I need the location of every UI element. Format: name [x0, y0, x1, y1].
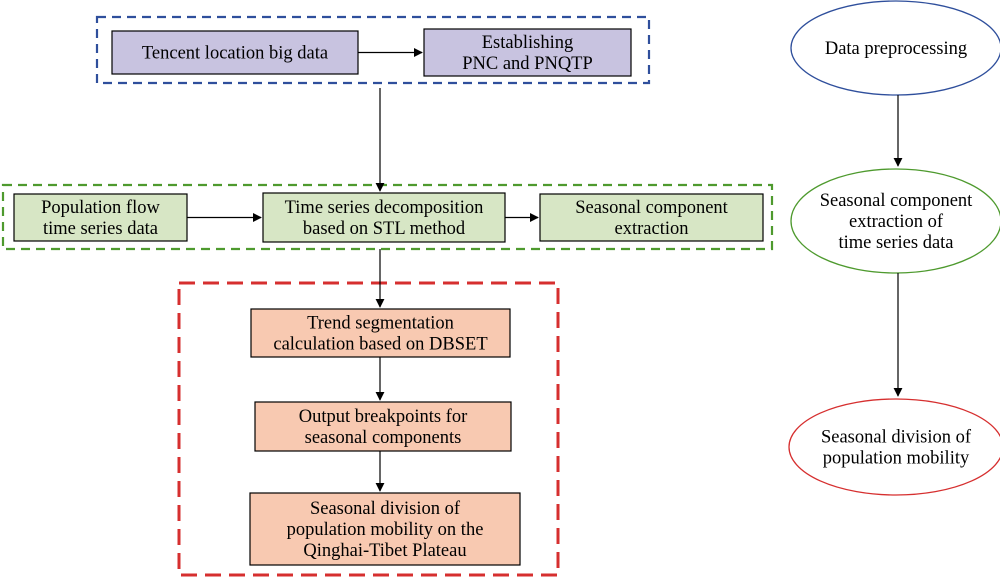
data-preprocessing-stage-label: Data preprocessing	[825, 39, 967, 59]
stl-decomposition-line-2: based on STL method	[303, 219, 466, 239]
seasonal-extraction-stage-line-3: time series data	[838, 233, 953, 253]
seasonal-division-stage-line-1: Seasonal division of	[821, 428, 972, 448]
seasonal-division-qtp-line-2: population mobility on the	[287, 520, 484, 540]
population-flow-line-2: time series data	[43, 219, 158, 239]
seasonal-division-qtp-line-1: Seasonal division of	[310, 499, 461, 519]
seasonal-extraction-stage-line-2: extraction of	[849, 212, 944, 232]
seasonal-division-stage	[788, 398, 1000, 496]
output-breakpoints-line-1: Output breakpoints for	[299, 407, 468, 427]
population-flow-box	[13, 193, 188, 242]
data-preprocessing-stage-line-1: Data preprocessing	[825, 39, 967, 59]
stl-decomposition-line-1: Time series decomposition	[285, 198, 484, 218]
tencent-data-label: Tencent location big data	[142, 44, 328, 64]
seasonal-division-qtp-line-3: Qinghai-Tibet Plateau	[303, 541, 466, 561]
output-breakpoints-box	[254, 401, 512, 452]
seasonal-extraction-box	[539, 193, 764, 242]
seasonal-division-stage-line-2: population mobility	[823, 449, 970, 469]
tencent-data-box	[111, 30, 359, 75]
seasonal-extraction-stage	[790, 168, 1000, 274]
tencent-data-line-1: Tencent location big data	[142, 44, 328, 64]
seasonal-extraction-stage-line-1: Seasonal component	[820, 191, 973, 211]
output-breakpoints-line-2: seasonal components	[305, 428, 462, 448]
trend-segmentation-box	[250, 308, 511, 358]
data-preprocessing-stage	[790, 0, 1000, 96]
establishing-pnc-line-2: PNC and PNQTP	[462, 54, 593, 74]
seasonal-division-qtp-box	[249, 492, 521, 566]
population-flow-line-1: Population flow	[41, 198, 160, 218]
seasonal-extraction-line-2: extraction	[615, 219, 689, 239]
trend-segmentation-line-1: Trend segmentation	[307, 314, 454, 334]
stl-decomposition-box	[262, 192, 506, 243]
establishing-pnc-line-1: Establishing	[482, 33, 573, 53]
data-preprocessing-group	[95, 15, 651, 85]
seasonal-extraction-line-1: Seasonal component	[575, 198, 728, 218]
trend-segmentation-line-2: calculation based on DBSET	[273, 335, 487, 355]
seasonal-extraction-group	[1, 183, 774, 251]
establishing-pnc-box	[423, 28, 632, 77]
